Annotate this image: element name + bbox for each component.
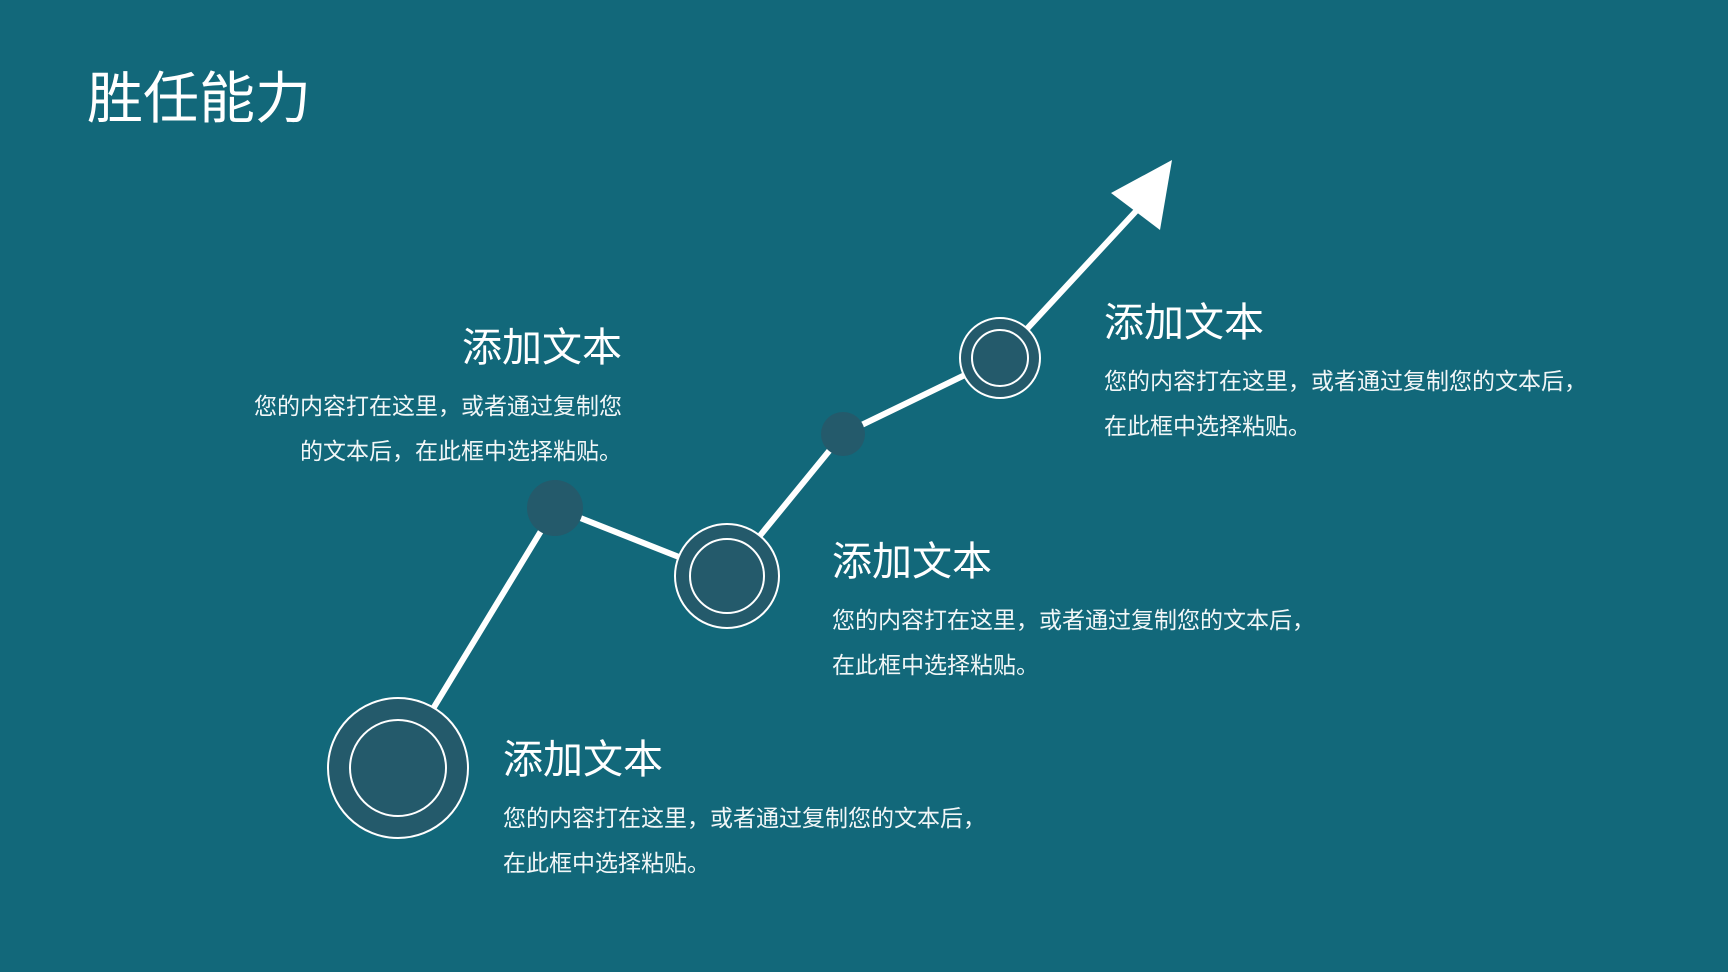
text-block-heading: 添加文本 xyxy=(462,325,622,371)
text-block-body: 您的内容打在这里，或者通过复制您的文本后， 在此框中选择粘贴。 xyxy=(1104,360,1587,450)
text-block-body-line: 在此框中选择粘贴。 xyxy=(832,653,1039,679)
text-block-body-line: 您的内容打在这里，或者通过复制您 xyxy=(254,394,622,420)
text-block-3: 添加文本 您的内容打在这里，或者通过复制您 的文本后，在此框中选择粘贴。 xyxy=(160,323,622,475)
text-block-body-line: 您的内容打在这里，或者通过复制您的文本后， xyxy=(503,806,986,832)
path-node-medium xyxy=(674,523,780,629)
text-block-body: 您的内容打在这里，或者通过复制您的文本后， 在此框中选择粘贴。 xyxy=(832,599,1315,689)
text-block-heading: 添加文本 xyxy=(1104,300,1264,346)
text-block-body: 您的内容打在这里，或者通过复制您 的文本后，在此框中选择粘贴。 xyxy=(160,385,622,475)
path-node-medium xyxy=(959,317,1041,399)
text-block-body-line: 的文本后，在此框中选择粘贴。 xyxy=(300,439,622,465)
text-block-body-line: 在此框中选择粘贴。 xyxy=(503,851,710,877)
text-block-heading: 添加文本 xyxy=(832,539,992,585)
path-node-small xyxy=(821,412,865,456)
text-block-2: 添加文本 您的内容打在这里，或者通过复制您的文本后， 在此框中选择粘贴。 xyxy=(832,537,1315,689)
text-block-body: 您的内容打在这里，或者通过复制您的文本后， 在此框中选择粘贴。 xyxy=(503,797,986,887)
text-block-body-line: 您的内容打在这里，或者通过复制您的文本后， xyxy=(832,608,1315,634)
text-block-1: 添加文本 您的内容打在这里，或者通过复制您的文本后， 在此框中选择粘贴。 xyxy=(503,735,986,887)
text-block-body-line: 您的内容打在这里，或者通过复制您的文本后， xyxy=(1104,369,1587,395)
text-block-4: 添加文本 您的内容打在这里，或者通过复制您的文本后， 在此框中选择粘贴。 xyxy=(1104,298,1587,450)
arrow-up-right-icon xyxy=(1111,160,1172,230)
path-node-large xyxy=(327,697,469,839)
text-block-body-line: 在此框中选择粘贴。 xyxy=(1104,414,1311,440)
slide-title: 胜任能力 xyxy=(87,67,311,132)
path-node-small xyxy=(527,480,583,536)
text-block-heading: 添加文本 xyxy=(503,737,663,783)
